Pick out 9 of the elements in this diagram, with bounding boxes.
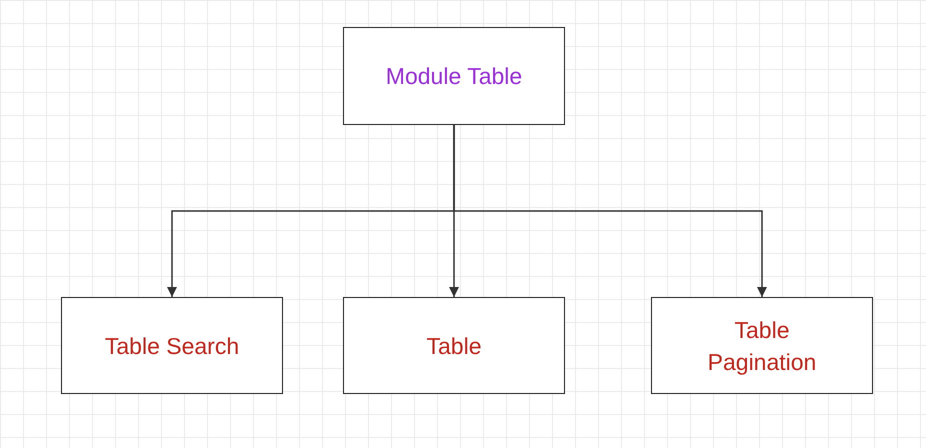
box-label: Table Search bbox=[104, 332, 240, 360]
box-label: Module Table bbox=[384, 62, 524, 91]
module-box bbox=[61, 297, 283, 394]
arrow bbox=[453, 125, 767, 297]
module-box bbox=[343, 27, 565, 125]
module-box bbox=[343, 297, 565, 394]
module-box bbox=[651, 297, 873, 394]
box-label: Table bbox=[426, 332, 482, 360]
box-label: Table Pagination bbox=[706, 316, 818, 377]
